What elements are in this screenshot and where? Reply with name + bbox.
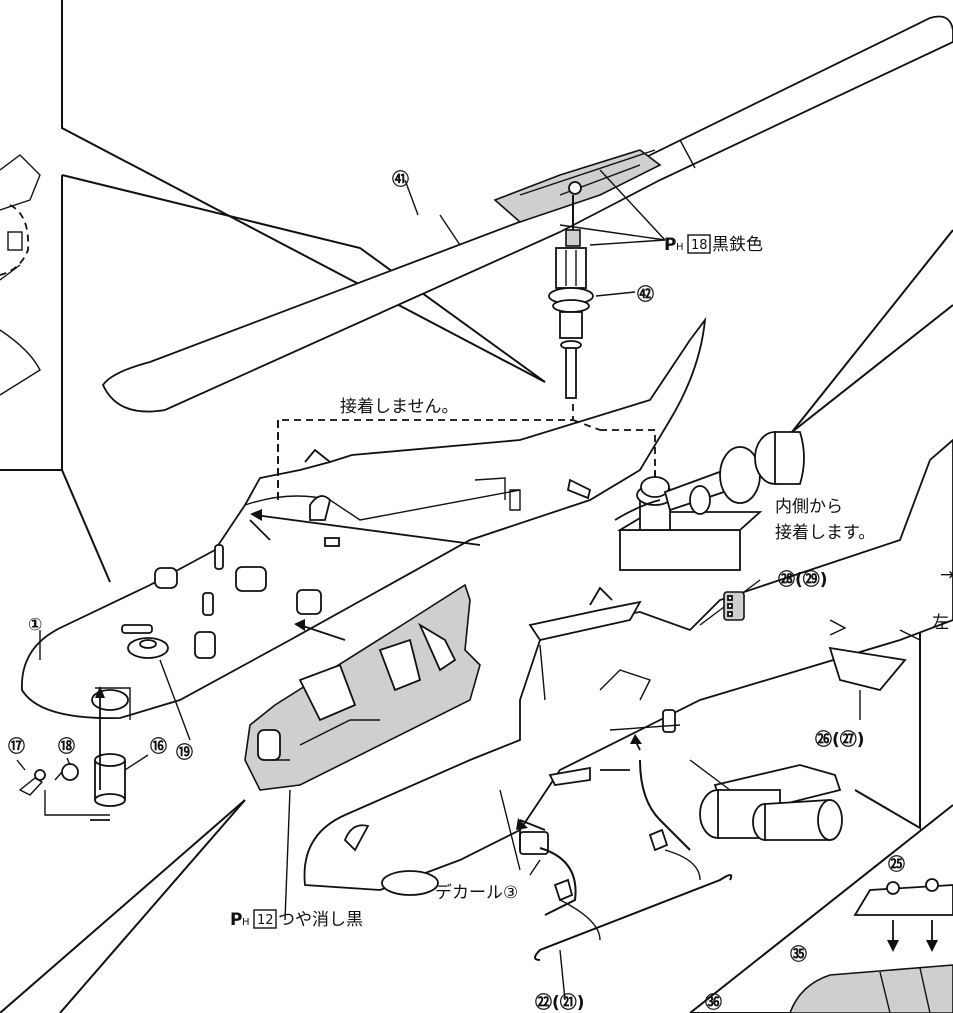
stub-wing-pods (689, 759, 843, 841)
paint-callout-h12: P H 12 つや消し黒 (230, 909, 363, 930)
paint-h12-sub: H (242, 917, 250, 928)
paint-h18-sub: H (676, 242, 684, 253)
note-left-cut: 左 (932, 613, 949, 633)
note-glue-inside-1: 内側から (775, 497, 843, 517)
callout-19: ⑲ (176, 742, 193, 763)
paint-h12-prefix: P (230, 910, 242, 930)
callout-26-27: ㉖(㉗) (815, 729, 865, 750)
callout-25: ㉕ (888, 854, 905, 875)
note-decal: デカール③ (435, 882, 518, 903)
paint-h18-num: 18 (691, 238, 708, 253)
paint-h18-prefix: P (664, 235, 676, 255)
engine-assembly (614, 431, 805, 571)
panel-part-28 (723, 591, 745, 621)
assembly-notes: 接着しません。 内側から 接着します。 デカール③ 左 → (340, 397, 953, 903)
note-arrow-glyph: → (940, 565, 953, 585)
small-parts-16-17-18 (16, 686, 149, 821)
callout-36: ㊱ (705, 992, 722, 1013)
main-rotor-blade (101, 15, 953, 413)
callout-42: ㊷ (637, 284, 654, 305)
callout-16: ⑯ (150, 736, 167, 757)
fuselage-left-half (21, 316, 707, 720)
paint-h12-label: つや消し黒 (278, 910, 363, 930)
callout-22-21: ㉒(㉑) (535, 992, 585, 1013)
cockpit-tub (244, 509, 481, 791)
fuselage-right-assembled (303, 438, 953, 896)
inset-parts-25-35-36 (789, 878, 953, 1013)
callout-1: ① (28, 615, 42, 635)
paint-h12-num: 12 (257, 913, 274, 928)
left-partial-view (0, 154, 41, 396)
callout-17: ⑰ (8, 736, 25, 757)
note-glue-inside-2: 接着します。 (775, 523, 875, 543)
note-no-glue: 接着しません。 (340, 397, 459, 417)
landing-skids (516, 734, 733, 961)
callout-leaders (39, 579, 861, 1001)
callout-41: ㊶ (392, 169, 409, 190)
paint-h18-label: 黒鉄色 (712, 235, 763, 255)
callout-numbers: ㊶ ㊷ ① ⑲ ⑰ ⑱ ⑯ ㉘(㉙) ㉖(㉗) ㉒(㉑) ㉕ ㉟ ㊱ (8, 169, 905, 1013)
paint-callout-h18: P H 18 黒鉄色 (664, 234, 763, 255)
callout-18: ⑱ (58, 736, 75, 757)
callout-35: ㉟ (790, 944, 807, 965)
rotor-mast (404, 169, 666, 399)
callout-28-29: ㉘(㉙) (778, 569, 828, 590)
